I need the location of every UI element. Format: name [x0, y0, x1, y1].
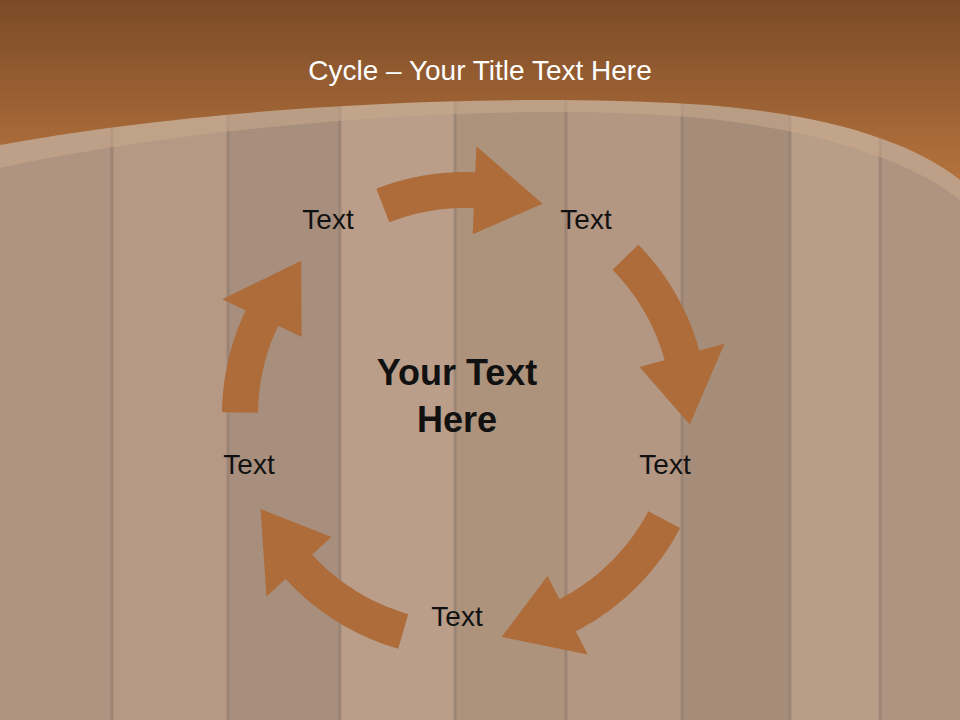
step-text: Text [560, 204, 611, 236]
arrow-shaft [383, 190, 477, 206]
step-text: Text [431, 601, 482, 633]
cycle-arrow [222, 261, 301, 413]
arrow-shaft [566, 520, 665, 617]
cycle-step: Text [425, 597, 488, 637]
slide-title: Cycle – Your Title Text Here [0, 55, 960, 87]
step-text: Text [302, 204, 353, 236]
center-text: Your Text Here [342, 350, 572, 444]
arrow-shaft [297, 565, 403, 631]
arrow-head [502, 576, 588, 654]
step-text: Text [223, 449, 274, 481]
cycle-arrow [625, 257, 724, 424]
arrow-head [640, 344, 725, 425]
cycle-step: Text [554, 200, 617, 240]
arrow-head [222, 261, 301, 337]
arrow-shaft [625, 257, 682, 357]
cycle-step: Text [217, 445, 280, 485]
arrow-head [261, 509, 332, 597]
cycle-step: Text [633, 445, 696, 485]
cycle-arrow [502, 520, 665, 655]
arrow-shaft [240, 316, 263, 412]
cycle-arrow [383, 146, 543, 234]
cycle-step: Text [296, 200, 359, 240]
title-text: Cycle – Your Title Text Here [308, 55, 651, 86]
step-text: Text [639, 449, 690, 481]
cycle-arrow [261, 509, 404, 631]
arrow-head [473, 146, 543, 234]
